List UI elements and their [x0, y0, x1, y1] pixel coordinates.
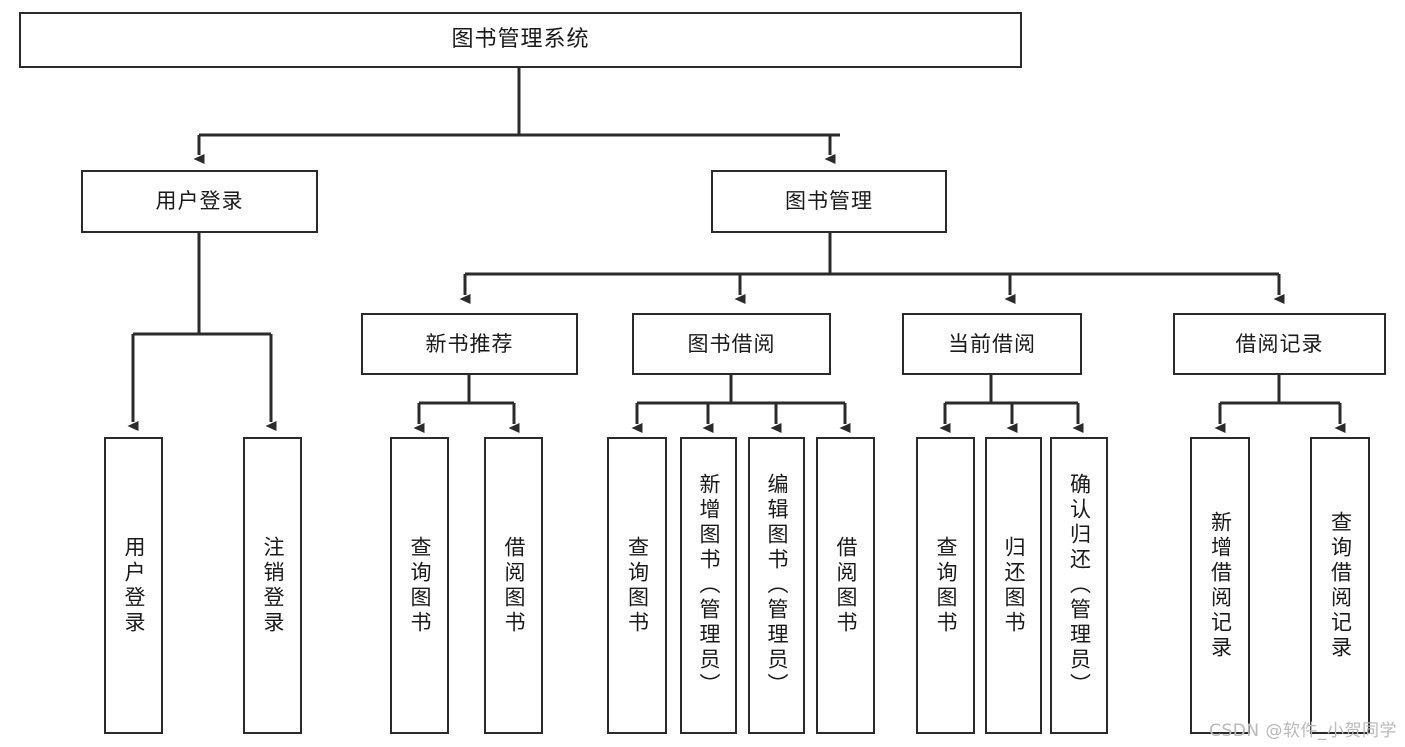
leaf-query-book-1-label: 查询图书	[408, 535, 432, 636]
leaf-logout[interactable]: 注销登录	[243, 437, 302, 734]
node-borrow-record-label: 借阅记录	[1235, 331, 1324, 356]
leaf-query-book-2-label: 查询图书	[625, 535, 650, 636]
node-user-login-label: 用户登录	[155, 189, 244, 214]
leaf-edit-book-label: 编辑图书（管理员）	[765, 473, 789, 698]
leaf-query-book-1[interactable]: 查询图书	[390, 437, 449, 734]
leaf-borrow-book-1[interactable]: 借阅图书	[484, 437, 543, 734]
leaf-query-book-3-label: 查询图书	[934, 535, 958, 636]
leaf-query-book-3[interactable]: 查询图书	[916, 437, 975, 734]
node-new-book-rec-label: 新书推荐	[425, 331, 514, 356]
leaf-add-book-label: 新增图书（管理员）	[697, 473, 721, 698]
node-current-borrow-label: 当前借阅	[948, 331, 1036, 356]
leaf-query-record[interactable]: 查询借阅记录	[1310, 437, 1370, 734]
leaf-user-login-label: 用户登录	[122, 535, 146, 636]
leaf-confirm-return-label: 确认归还（管理员）	[1067, 473, 1092, 698]
leaf-query-book-2[interactable]: 查询图书	[607, 437, 667, 734]
leaf-confirm-return[interactable]: 确认归还（管理员）	[1050, 437, 1108, 734]
leaf-user-login[interactable]: 用户登录	[104, 437, 163, 734]
node-book-borrow[interactable]: 图书借阅	[632, 313, 831, 375]
leaf-borrow-book-2-label: 借阅图书	[834, 535, 858, 636]
leaf-return-book-label: 归还图书	[1002, 535, 1026, 636]
leaf-add-record[interactable]: 新增借阅记录	[1190, 437, 1250, 734]
leaf-add-record-label: 新增借阅记录	[1208, 510, 1233, 661]
leaf-query-record-label: 查询借阅记录	[1328, 510, 1353, 661]
leaf-logout-label: 注销登录	[261, 535, 285, 636]
node-book-manage[interactable]: 图书管理	[711, 170, 947, 233]
node-book-manage-label: 图书管理	[785, 189, 873, 214]
node-current-borrow[interactable]: 当前借阅	[902, 313, 1082, 375]
node-new-book-rec[interactable]: 新书推荐	[361, 313, 578, 375]
watermark: CSDN @软件_小贺同学	[1209, 721, 1397, 741]
node-user-login[interactable]: 用户登录	[81, 170, 318, 233]
node-root[interactable]: 图书管理系统	[19, 12, 1022, 68]
node-root-label: 图书管理系统	[451, 27, 590, 53]
node-borrow-record[interactable]: 借阅记录	[1173, 313, 1386, 375]
leaf-add-book[interactable]: 新增图书（管理员）	[680, 437, 737, 734]
leaf-return-book[interactable]: 归还图书	[985, 437, 1042, 734]
leaf-borrow-book-2[interactable]: 借阅图书	[816, 437, 875, 734]
leaf-borrow-book-1-label: 借阅图书	[502, 535, 526, 636]
node-book-borrow-label: 图书借阅	[687, 331, 776, 356]
leaf-edit-book[interactable]: 编辑图书（管理员）	[748, 437, 805, 734]
